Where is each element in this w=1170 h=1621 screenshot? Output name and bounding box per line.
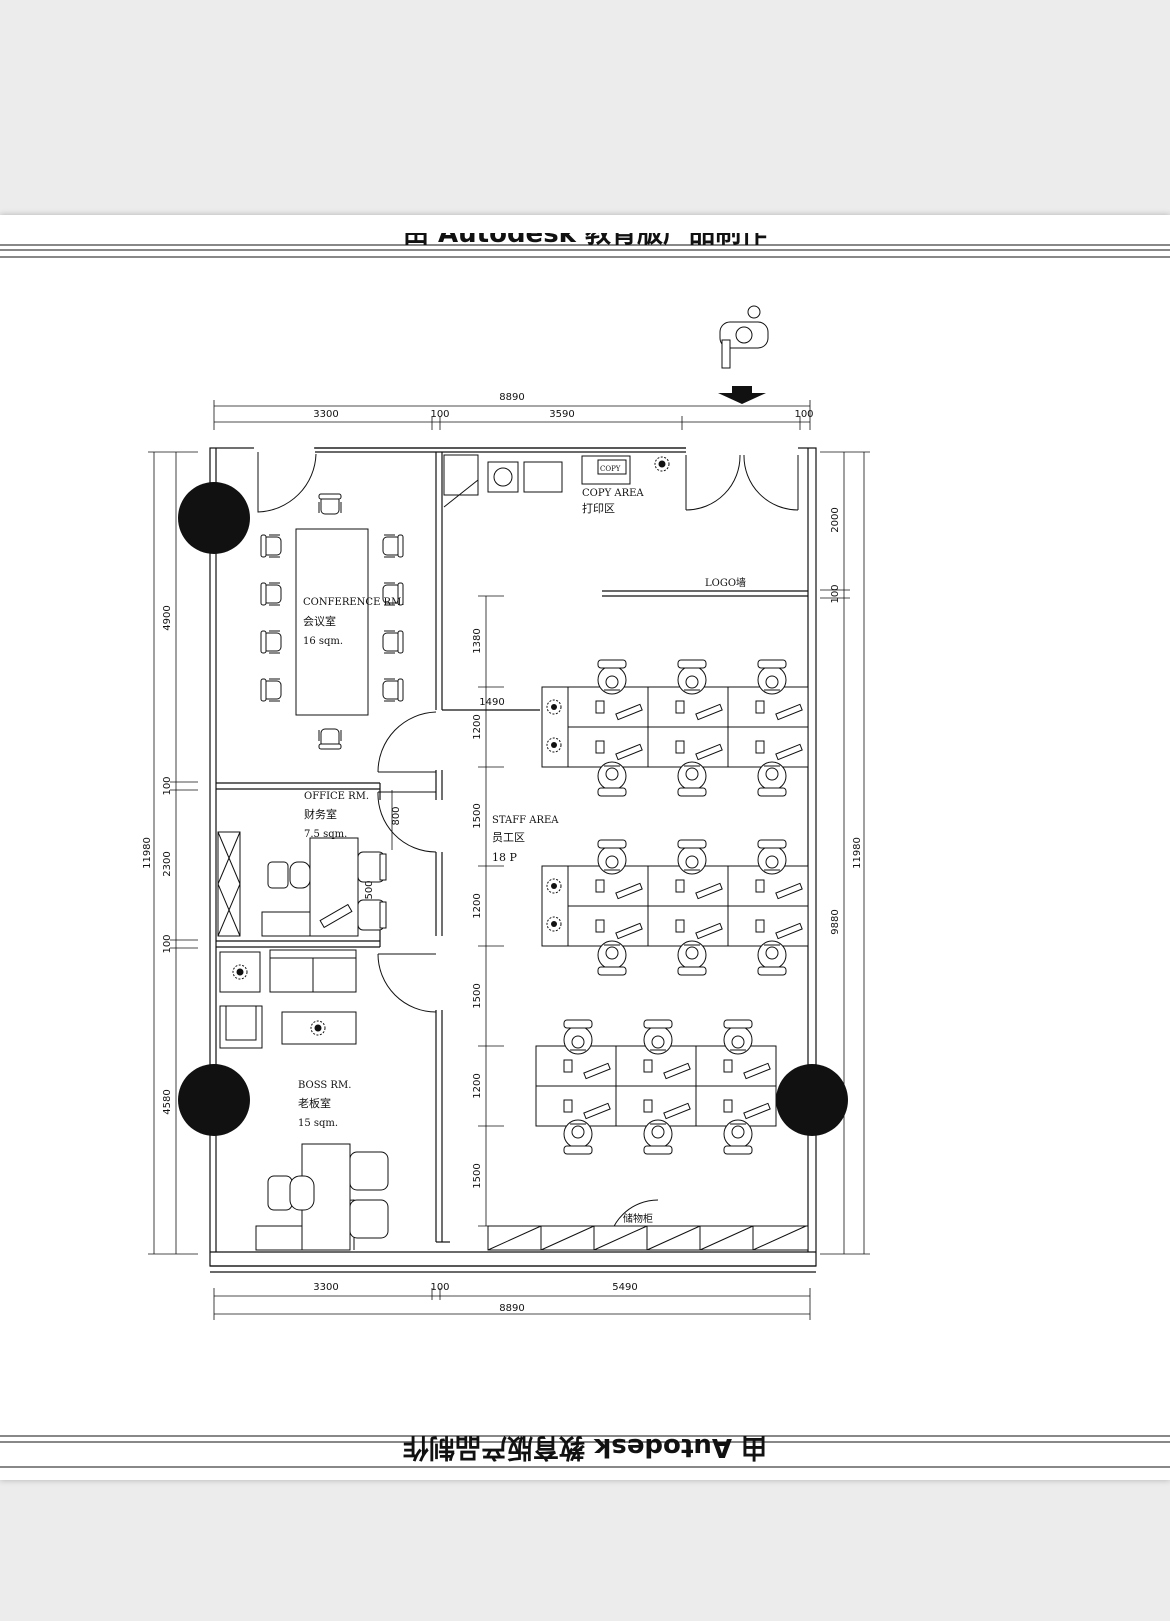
dim-staff-e: 1500 bbox=[472, 983, 483, 1008]
workstation-cluster-3 bbox=[535, 1019, 777, 1155]
dim-corridor: 1490 bbox=[479, 697, 504, 708]
boss-label-zh: 老板室 bbox=[298, 1096, 331, 1110]
office-furniture bbox=[217, 831, 387, 937]
conference-area: 16 sqm. bbox=[303, 636, 343, 647]
dim-staff-b: 1200 bbox=[472, 714, 483, 739]
conference-table bbox=[295, 528, 369, 716]
boss-furniture bbox=[219, 949, 389, 1251]
dim-right-b: 100 bbox=[830, 584, 841, 603]
conference-label-en: CONFERENCE RM. bbox=[303, 597, 405, 608]
dim-bottom-wall: 100 bbox=[430, 1282, 449, 1293]
dim-left-d: 100 bbox=[162, 934, 173, 953]
dim-top-a: 3300 bbox=[313, 409, 338, 420]
dim-left-b: 100 bbox=[162, 776, 173, 795]
dim-top-total: 8890 bbox=[499, 392, 524, 403]
conference-label-zh: 会议室 bbox=[303, 614, 336, 628]
dim-staff-a: 1380 bbox=[472, 628, 483, 653]
staff-area-count: 18 P bbox=[492, 851, 517, 864]
dim-right-total: 11980 bbox=[852, 837, 863, 869]
outer-walls bbox=[209, 447, 817, 1273]
watermark-top-text: 由 Autodesk 教育版产品制作 bbox=[403, 233, 767, 247]
dim-right-c: 9880 bbox=[830, 909, 841, 934]
copy-area-label-en: COPY AREA bbox=[582, 488, 644, 499]
dim-left-a: 4900 bbox=[162, 605, 173, 630]
dim-bottom-b: 5490 bbox=[612, 1282, 637, 1293]
drawing-sheet bbox=[0, 215, 1170, 1480]
boss-area: 15 sqm. bbox=[298, 1118, 338, 1129]
dim-left-total: 11980 bbox=[142, 837, 153, 869]
workstation-cluster-1 bbox=[541, 659, 809, 797]
dim-left-c: 2300 bbox=[162, 851, 173, 876]
dim-staff-f: 1200 bbox=[472, 1073, 483, 1098]
dim-left-e: 4580 bbox=[162, 1089, 173, 1114]
dim-bottom-a: 3300 bbox=[313, 1282, 338, 1293]
dim-office-door: 800 bbox=[391, 806, 402, 825]
watermark-top: 由 Autodesk 教育版产品制作 bbox=[0, 233, 1170, 247]
dim-office-side: 500 bbox=[364, 880, 375, 899]
copy-machine-label: COPY bbox=[600, 465, 621, 473]
dim-bottom-total: 8890 bbox=[499, 1303, 524, 1314]
logo-wall-label: LOGO墙 bbox=[705, 576, 746, 589]
dim-staff-d: 1200 bbox=[472, 893, 483, 918]
dim-top-b: 3590 bbox=[549, 409, 574, 420]
dim-top-wall: 100 bbox=[430, 409, 449, 420]
dim-staff-c: 1500 bbox=[472, 803, 483, 828]
copy-area-label-zh: 打印区 bbox=[582, 501, 615, 515]
structural-columns bbox=[178, 482, 848, 1136]
entrance-person-icon bbox=[719, 305, 769, 369]
storage-label: 储物柜 bbox=[623, 1212, 653, 1225]
office-label-zh: 财务室 bbox=[304, 807, 337, 821]
entrance-arrow-icon bbox=[718, 386, 766, 404]
workstation-cluster-2 bbox=[541, 839, 809, 976]
dim-top-end: 100 bbox=[794, 409, 813, 420]
staff-area-label-zh: 员工区 bbox=[492, 831, 525, 844]
dim-right-a: 2000 bbox=[830, 507, 841, 532]
copy-area-equipment bbox=[443, 454, 670, 508]
boss-label-en: BOSS RM. bbox=[298, 1080, 351, 1091]
dim-staff-g: 1500 bbox=[472, 1163, 483, 1188]
storage-cabinets bbox=[487, 1225, 809, 1251]
interior-walls bbox=[216, 452, 808, 1243]
office-area: 7.5 sqm. bbox=[304, 829, 347, 840]
sheet-border bbox=[0, 244, 1170, 1468]
staff-area-label-en: STAFF AREA bbox=[492, 815, 559, 826]
office-label-en: OFFICE RM. bbox=[304, 791, 369, 802]
dimension-lines bbox=[148, 400, 870, 1320]
